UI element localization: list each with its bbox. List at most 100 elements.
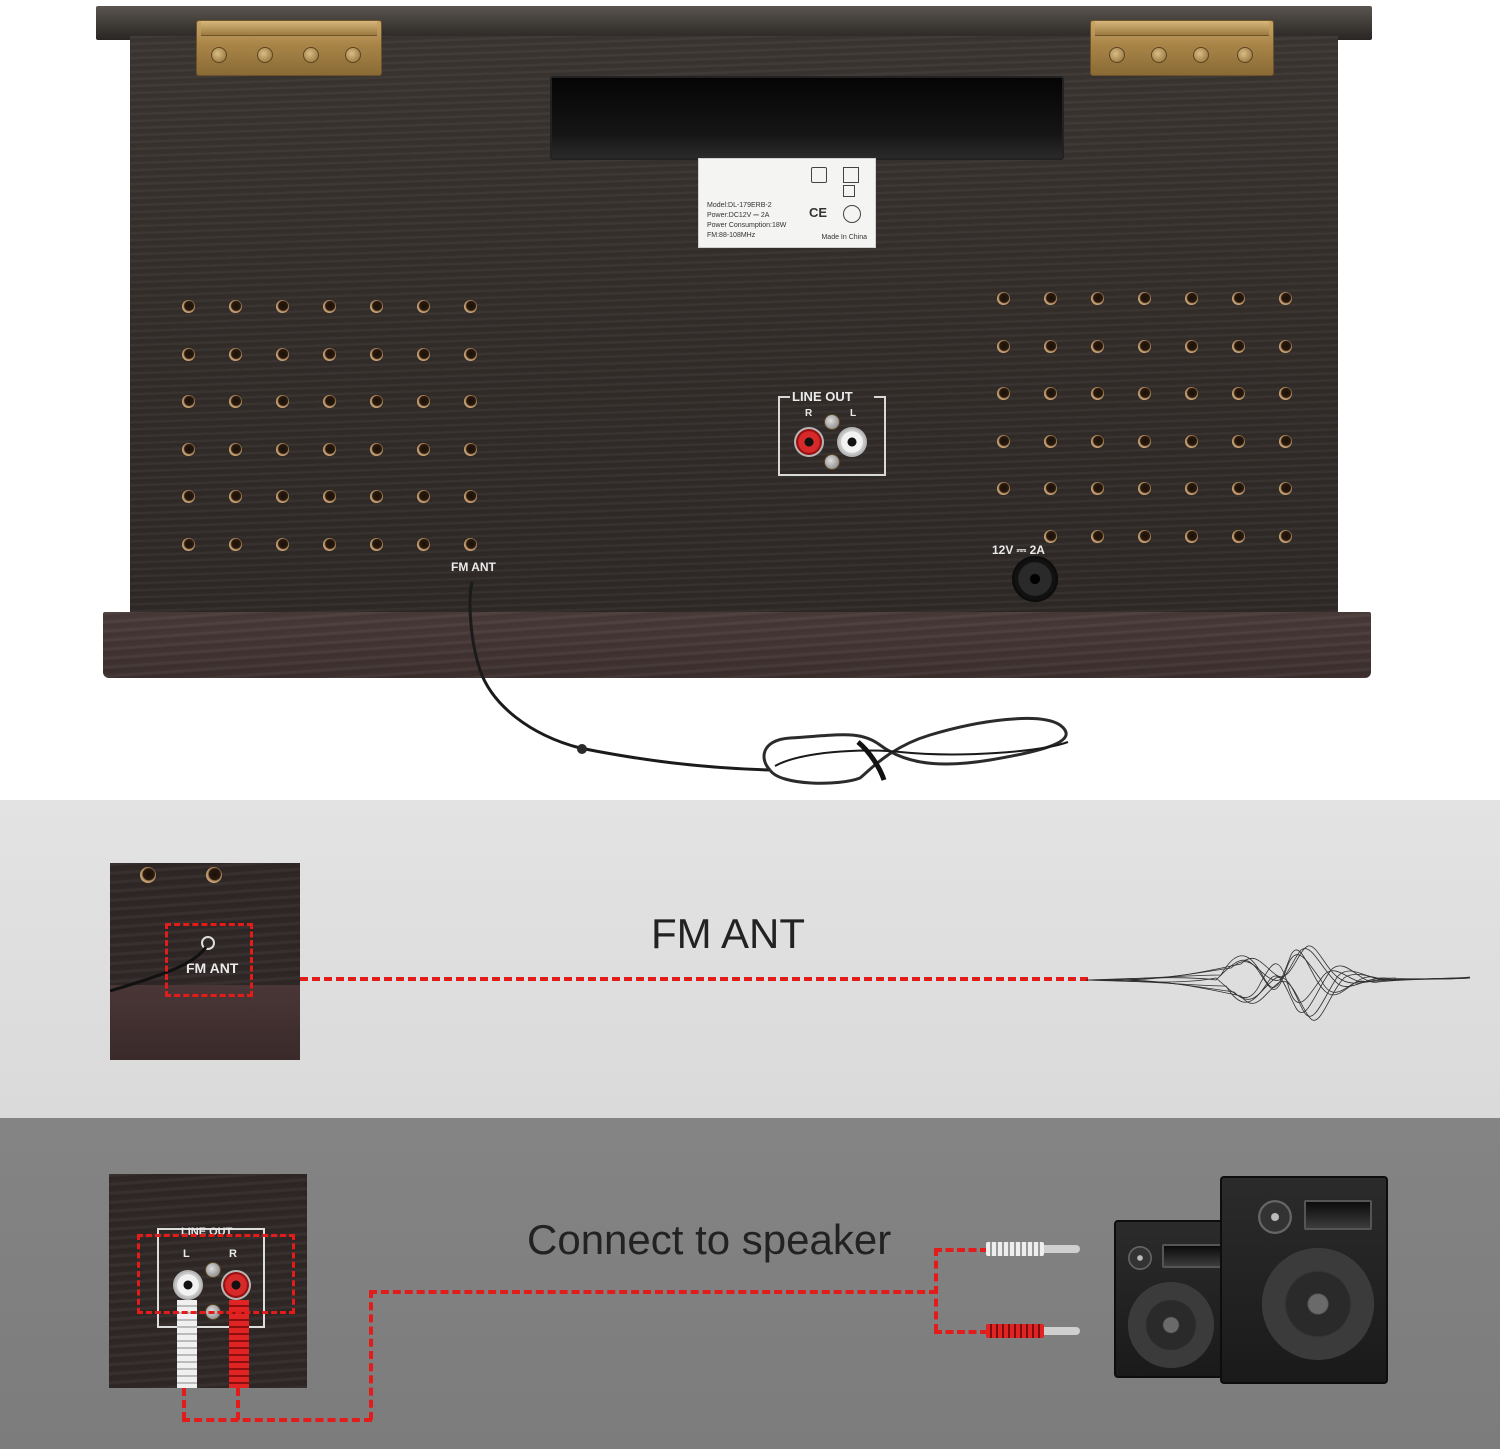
grille-hole	[1138, 292, 1151, 305]
grille-hole	[370, 442, 383, 456]
large-speaker	[1220, 1176, 1388, 1384]
red-rca-cable	[229, 1300, 249, 1388]
line-out-highlight-box	[137, 1234, 295, 1314]
grille-hole	[323, 300, 336, 313]
grille-hole	[276, 442, 289, 456]
panel-screw	[824, 454, 840, 470]
small-tweeter	[1128, 1246, 1152, 1270]
grille-hole	[1138, 387, 1151, 400]
ce-mark: CE	[809, 205, 828, 220]
rohs-check-icon	[843, 205, 861, 223]
grille-hole	[1185, 339, 1198, 353]
grille-hole	[323, 395, 336, 408]
line-out-label: LINE OUT	[792, 389, 853, 404]
grille-hole	[229, 300, 242, 313]
grille-hole	[1044, 529, 1057, 543]
line-out-panel	[778, 396, 886, 476]
grille-hole	[997, 434, 1010, 448]
grille-hole	[276, 490, 289, 503]
grille-hole	[1044, 339, 1057, 353]
spec-lines: Model:DL-179ERB-2 Power:DC12V ⎓ 2A Power…	[707, 201, 786, 241]
small-horn	[1162, 1244, 1222, 1268]
spec-power: Power:DC12V ⎓ 2A	[707, 212, 770, 219]
grille-hole	[997, 482, 1010, 495]
grille-hole	[417, 442, 430, 456]
grille-hole	[1044, 292, 1057, 305]
fm-ant-label: FM ANT	[451, 560, 496, 574]
grille-hole	[1044, 482, 1057, 495]
grille-hole	[464, 537, 477, 551]
grille-hole	[323, 347, 336, 361]
grille-hole	[229, 442, 242, 456]
grille-hole	[417, 395, 430, 408]
grille-hole	[182, 442, 195, 456]
grille-hole	[370, 490, 383, 503]
right-hinge	[1090, 20, 1274, 76]
grille-hole	[464, 490, 477, 503]
grille-hole	[1232, 434, 1245, 448]
grille-hole	[370, 537, 383, 551]
grille-hole	[1279, 434, 1292, 448]
grille-hole	[276, 395, 289, 408]
connect-to-speaker-title: Connect to speaker	[527, 1216, 892, 1263]
grille-hole	[1232, 292, 1245, 305]
weee-bin-icon	[811, 167, 827, 183]
line-out-r-label: R	[805, 408, 813, 419]
grille-hole	[417, 537, 430, 551]
grille-hole	[229, 395, 242, 408]
grille-hole	[182, 537, 195, 551]
rca-jack-right[interactable]	[794, 427, 824, 457]
grille-hole	[1138, 339, 1151, 353]
grille-hole	[1138, 434, 1151, 448]
grille-hole	[1044, 434, 1057, 448]
fm-connector-line	[300, 977, 1088, 981]
grille-hole	[229, 347, 242, 361]
red-rca-plug	[986, 1324, 1044, 1338]
spec-label: CE Model:DL-179ERB-2 Power:DC12V ⎓ 2A Po…	[698, 158, 876, 248]
grille-hole	[464, 300, 477, 313]
white-rca-cable	[177, 1300, 197, 1388]
grille-hole	[1091, 387, 1104, 400]
grille-hole	[1091, 434, 1104, 448]
grille-hole	[1091, 292, 1104, 305]
spec-fm: FM:88-108MHz	[707, 232, 756, 239]
grille-hole	[1091, 529, 1104, 543]
grille-hole	[1138, 529, 1151, 543]
grille-hole	[1044, 387, 1057, 400]
grille-hole	[1185, 434, 1198, 448]
class-ii-icon	[843, 167, 859, 183]
small-woofer	[1128, 1282, 1214, 1368]
grille-hole	[229, 537, 242, 551]
grille-hole	[1185, 387, 1198, 400]
grille-hole	[417, 347, 430, 361]
grille-hole	[1138, 482, 1151, 495]
grille-hole	[323, 442, 336, 456]
fm-antenna-wire	[468, 581, 1069, 785]
speaker-connector-line	[369, 1290, 937, 1294]
grille-hole	[370, 300, 383, 313]
rca-jack-left[interactable]	[837, 427, 867, 457]
grille-hole	[323, 490, 336, 503]
spec-model: Model:DL-179ERB-2	[707, 202, 772, 209]
grille-hole	[1185, 529, 1198, 543]
fm-ant-closeup: FM ANT	[110, 863, 300, 1060]
grille-hole	[1232, 339, 1245, 353]
left-hinge	[196, 20, 382, 76]
grille-hole	[1279, 387, 1292, 400]
fm-ant-title: FM ANT	[651, 910, 805, 957]
fm-antenna-section: FM ANT FM ANT	[0, 800, 1500, 1118]
grille-hole	[276, 537, 289, 551]
dc-power-jack[interactable]	[1012, 556, 1058, 602]
product-rear-photo: CE Model:DL-179ERB-2 Power:DC12V ⎓ 2A Po…	[96, 6, 1372, 785]
grille-hole	[229, 490, 242, 503]
grille-hole	[1232, 387, 1245, 400]
panel-screw	[824, 414, 840, 430]
rca-plug-red	[221, 1270, 251, 1300]
grille-hole	[997, 292, 1010, 305]
rca-plug-white	[173, 1270, 203, 1300]
white-rca-plug	[986, 1242, 1044, 1256]
grille-hole	[1185, 292, 1198, 305]
grille-hole	[182, 395, 195, 408]
fm-ant-thumb-label: FM ANT	[186, 960, 239, 976]
grille-hole	[1279, 292, 1292, 305]
